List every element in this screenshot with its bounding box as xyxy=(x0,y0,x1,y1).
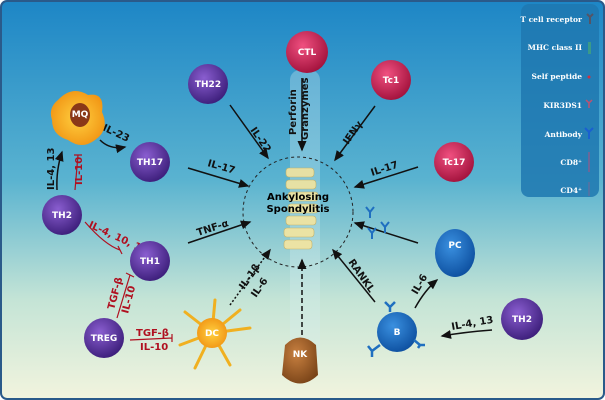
inhibit-il10-mq xyxy=(74,154,82,191)
cell-th22: TH22 xyxy=(188,64,228,104)
svg-text:Tc1: Tc1 xyxy=(383,76,400,86)
cell-treg: TREG xyxy=(84,318,124,358)
inhibit-tgfb-dc xyxy=(129,334,173,342)
cell-plasma: PC xyxy=(435,229,475,277)
label-tgfb-dc: TGF-β xyxy=(136,328,169,339)
svg-text:CTL: CTL xyxy=(298,48,317,58)
label-perforin: Perforin xyxy=(288,89,299,135)
svg-text:NK: NK xyxy=(293,350,309,360)
svg-text:TH22: TH22 xyxy=(195,80,221,90)
arrow-ifng xyxy=(334,105,376,162)
cell-macrophage: MQ xyxy=(50,91,105,145)
tcr-icon xyxy=(586,13,594,24)
label-il4-13-left: IL-4, 13 xyxy=(46,148,57,190)
cell-th2-right: TH2 xyxy=(501,298,543,340)
arrow-il17-left xyxy=(187,167,250,188)
inhibition-lines xyxy=(74,154,173,342)
legend: T cell receptor MHC class II Self peptid… xyxy=(520,4,599,197)
peptide-icon xyxy=(587,75,591,79)
antibody-icon xyxy=(584,127,594,139)
center-title-line2: Spondylitis xyxy=(266,204,329,215)
svg-text:Tc17: Tc17 xyxy=(443,158,466,168)
legend-item: CD8⁺ xyxy=(560,158,582,167)
inhibit-il4-10-13 xyxy=(84,221,123,255)
label-granzymes: Granzymes xyxy=(300,77,311,140)
kir-icon xyxy=(585,99,593,108)
cell-th17: TH17 xyxy=(130,142,170,182)
svg-text:TH1: TH1 xyxy=(140,257,160,267)
svg-text:TH2: TH2 xyxy=(52,211,72,221)
cell-tc1: Tc1 xyxy=(371,60,411,100)
cell-b: B xyxy=(367,301,425,357)
legend-item: KIR3DS1 xyxy=(543,101,582,110)
svg-text:MQ: MQ xyxy=(72,110,89,120)
arrow-il22 xyxy=(229,104,269,160)
antibody-icons xyxy=(365,206,390,239)
svg-text:TH17: TH17 xyxy=(137,158,163,168)
svg-text:B: B xyxy=(394,328,401,338)
label-il10-dc: IL-10 xyxy=(140,342,168,353)
cell-tc17: Tc17 xyxy=(434,142,474,182)
arrows xyxy=(54,78,493,339)
arrow-antibody xyxy=(353,221,419,244)
arrow-il1b-il6 xyxy=(229,248,271,306)
arrow-il23 xyxy=(99,139,127,154)
arrow-il4-13-right xyxy=(440,329,493,339)
legend-item: Antibody xyxy=(544,130,583,139)
inhibit-tgfb-th1 xyxy=(116,272,135,319)
arrow-il6-b xyxy=(414,279,439,309)
arrow-il4-13-left xyxy=(54,150,64,191)
cell-nk: NK xyxy=(282,337,318,384)
legend-item: Self peptide xyxy=(532,72,583,81)
legend-item: T cell receptor xyxy=(520,15,583,24)
cell-th1: TH1 xyxy=(130,241,170,281)
legend-item: MHC class II xyxy=(528,43,583,52)
svg-text:DC: DC xyxy=(205,329,219,339)
svg-text:PC: PC xyxy=(448,241,462,251)
arrow-rankl xyxy=(332,248,376,303)
arrow-il17-right xyxy=(353,166,419,189)
svg-text:TH2: TH2 xyxy=(512,315,532,325)
svg-text:TREG: TREG xyxy=(91,334,118,344)
legend-item: CD4⁺ xyxy=(560,186,582,195)
cell-th2-left: TH2 xyxy=(42,195,82,235)
arrow-tnfa xyxy=(187,220,252,244)
cell-ctl: CTL xyxy=(286,31,328,73)
label-il10-mq: IL-10 xyxy=(74,157,85,185)
cell-dendritic: DC xyxy=(178,298,252,370)
mhc-icon xyxy=(588,42,591,54)
center-title-line1: Ankylosing xyxy=(267,192,329,203)
